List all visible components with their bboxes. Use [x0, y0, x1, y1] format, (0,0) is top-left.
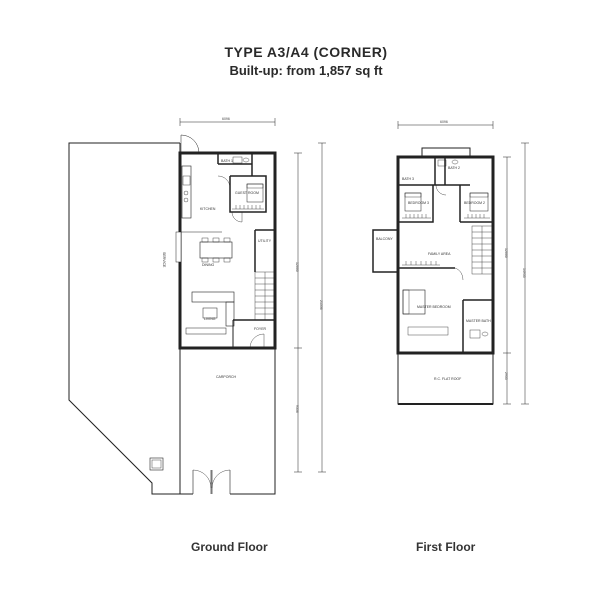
- label-bath-2: BATH 2: [448, 166, 460, 170]
- label-kitchen: KITCHEN: [200, 207, 216, 211]
- dim-first-right-total: 14935: [522, 268, 526, 278]
- label-carporch: CARPORCH: [216, 375, 237, 379]
- ground-dimension-lines: [179, 118, 326, 473]
- first-floor-caption: First Floor: [416, 540, 476, 554]
- meter-box: [149, 457, 164, 471]
- label-family-area: FAMILY AREA: [428, 252, 451, 256]
- label-utility: UTILITY: [258, 239, 272, 243]
- rear-door: [180, 134, 200, 154]
- ground-room-labels: BATH 1 GUEST ROOM KITCHEN SERVICE DINING…: [162, 117, 323, 413]
- first-room-labels: BATH 2 BATH 3 BEDROOM 3 BEDROOM 2 BALCON…: [376, 120, 526, 381]
- ground-floor-plan: [68, 118, 326, 495]
- balcony: [372, 229, 399, 273]
- label-bedroom-3: BEDROOM 3: [408, 201, 429, 205]
- label-balcony: BALCONY: [376, 237, 393, 241]
- label-foyer: FOYER: [254, 327, 267, 331]
- label-bedroom-2: BEDROOM 2: [464, 201, 485, 205]
- dim-first-right-lower: 2935: [504, 372, 508, 380]
- label-rc-flat-roof: R.C. FLAT ROOF: [434, 377, 461, 381]
- label-master-bedroom: MASTER BEDROOM: [417, 305, 451, 309]
- label-bath-1: BATH 1: [221, 159, 233, 163]
- dim-ground-right-lower: 9336: [295, 405, 299, 413]
- built-up-area: Built-up: from 1,857 sq ft: [229, 63, 383, 78]
- dim-ground-top: 6096: [222, 117, 230, 121]
- ground-site-boundary: [68, 142, 180, 495]
- living-sofa: [191, 291, 235, 303]
- kitchen-counter: [181, 165, 192, 219]
- ground-floor-caption: Ground Floor: [191, 540, 268, 554]
- label-dining: DINING: [202, 263, 215, 267]
- first-floor-plan: [372, 121, 529, 405]
- label-bath-3: BATH 3: [402, 177, 414, 181]
- coffee-table: [202, 307, 218, 319]
- label-guest-room: GUEST ROOM: [235, 191, 259, 195]
- plan-title: TYPE A3/A4 (CORNER): [224, 44, 388, 60]
- ground-staircase: [254, 271, 276, 321]
- first-staircase: [471, 225, 493, 275]
- first-dimension-lines: [397, 121, 529, 405]
- ground-house-walls: [178, 151, 277, 350]
- master-bed: [402, 289, 426, 315]
- label-service: SERVICE: [162, 252, 166, 268]
- dim-ground-right-upper: 12000: [295, 262, 299, 272]
- label-master-bath: MASTER BATH: [466, 319, 491, 323]
- front-gate: [192, 470, 231, 494]
- label-living: LIVING: [204, 317, 216, 321]
- dim-first-right-upper: 12000: [504, 248, 508, 258]
- dim-first-top: 6096: [440, 120, 448, 124]
- dining-table: [199, 241, 233, 259]
- dim-ground-right-total: 21336: [319, 300, 323, 310]
- carporch-boundary: [179, 348, 193, 495]
